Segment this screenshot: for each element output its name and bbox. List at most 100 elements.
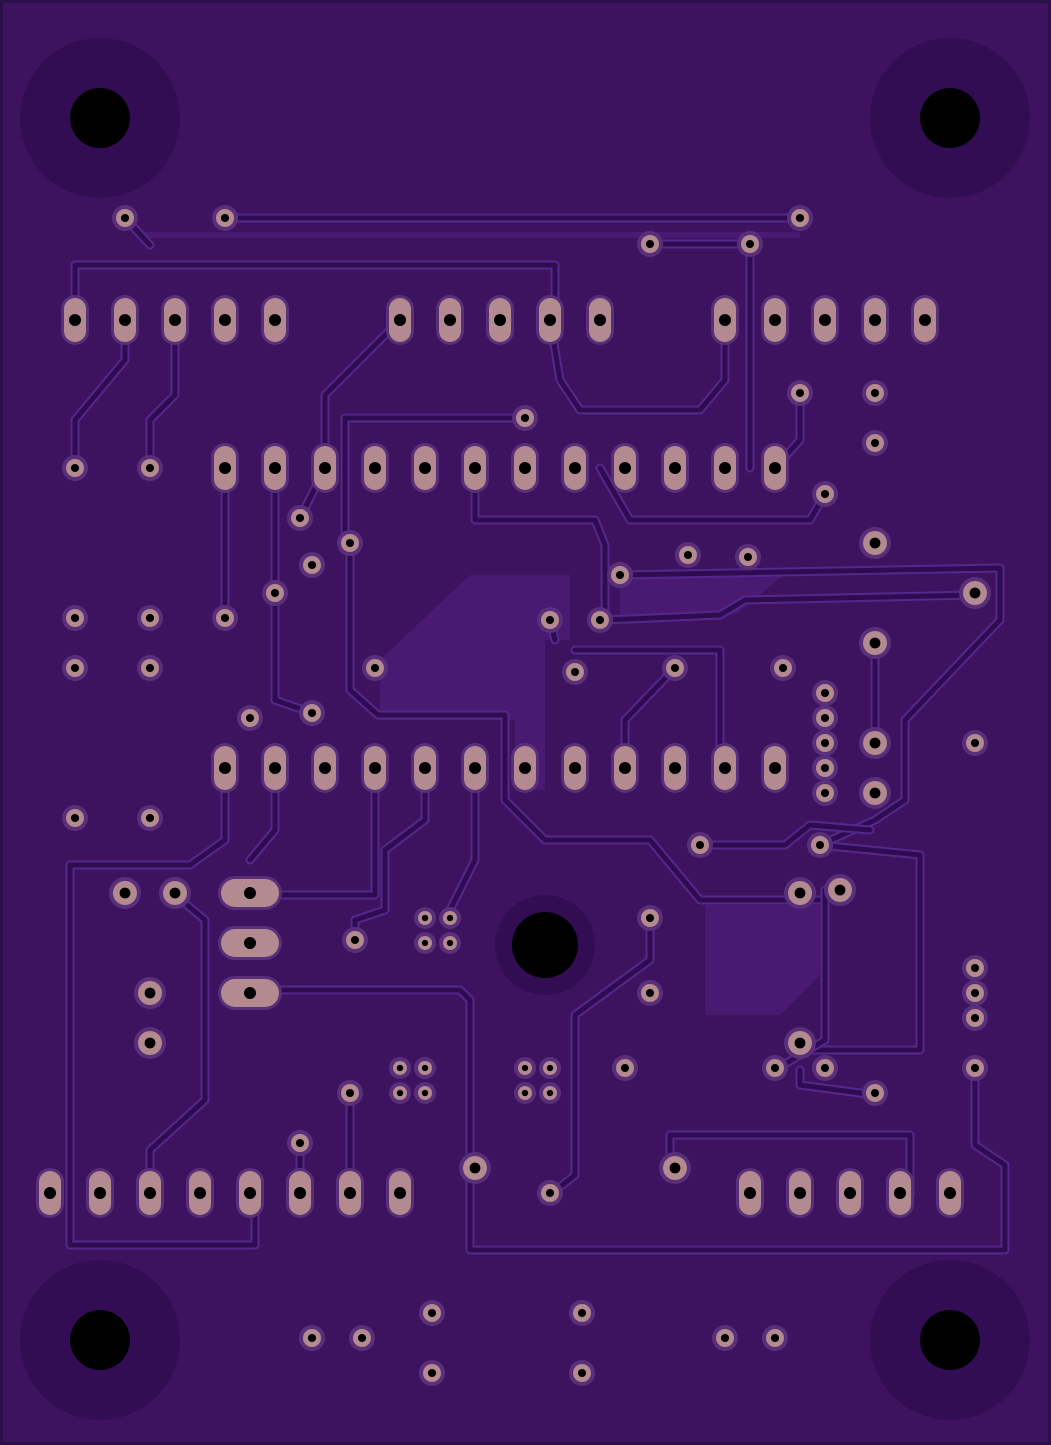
via-pad [389, 1057, 411, 1079]
trace [797, 842, 923, 1053]
via-pad [859, 527, 891, 559]
via-pad [439, 932, 461, 954]
pad-drill [521, 1089, 529, 1097]
pad-drill [94, 1187, 106, 1199]
pad-drill [834, 884, 846, 896]
pad-drill [244, 987, 256, 999]
pad-drill [970, 738, 980, 748]
pad-drill [244, 1187, 256, 1199]
header-pad [436, 295, 464, 345]
header-pad [386, 1168, 414, 1218]
via-pad [962, 980, 988, 1006]
via-pad [514, 1082, 536, 1104]
header-pad [286, 1168, 314, 1218]
pad-drill [369, 462, 381, 474]
via-pad [287, 1130, 313, 1156]
header-pad [161, 295, 189, 345]
pad-drill [577, 1368, 587, 1378]
via-pad [514, 1057, 536, 1079]
pad-drill [669, 1162, 681, 1174]
pad-drill [394, 314, 406, 326]
header-pad [886, 1168, 914, 1218]
header-pad [786, 1168, 814, 1218]
pad-drill [169, 887, 181, 899]
pad-drill [70, 463, 80, 473]
via-pad [812, 705, 838, 731]
via-pad [349, 1325, 375, 1351]
pad-drill [645, 988, 655, 998]
pad-drill [870, 438, 880, 448]
header-pad [536, 295, 564, 345]
pad-drill [683, 550, 693, 560]
pad-drill [569, 762, 581, 774]
pad-drill [545, 1188, 555, 1198]
via-pad [807, 832, 833, 858]
pad-drill [421, 1064, 429, 1072]
pad-drill [770, 1063, 780, 1073]
via-pad [762, 1055, 788, 1081]
regulator-pad [218, 976, 282, 1010]
trace [247, 987, 1008, 1253]
pad-drill [427, 1368, 437, 1378]
pad-drill [870, 1088, 880, 1098]
via-pad [762, 1325, 788, 1351]
pad-drill [307, 1333, 317, 1343]
header-pad [911, 295, 939, 345]
via-pad [659, 1152, 691, 1184]
pad-drill [869, 537, 881, 549]
pad-drill [645, 913, 655, 923]
trace [547, 915, 653, 1198]
trace [447, 765, 478, 913]
via-pad [137, 805, 163, 831]
pad-drill [770, 1333, 780, 1343]
ic-pad [211, 743, 239, 793]
via-pad [62, 605, 88, 631]
ic-pad [511, 743, 539, 793]
pad-drill [869, 787, 881, 799]
pad-drill [70, 813, 80, 823]
via-pad [812, 755, 838, 781]
pad-drill [421, 939, 429, 947]
ic-pad [311, 743, 339, 793]
via-pad [62, 805, 88, 831]
pad-drill [70, 663, 80, 673]
pad-drill [795, 388, 805, 398]
regulator-pad [218, 876, 282, 910]
ic-pad [361, 743, 389, 793]
via-pad [569, 1300, 595, 1326]
pad-drill [145, 463, 155, 473]
ic-pad [461, 743, 489, 793]
via-pad [824, 874, 856, 906]
pad-drill [794, 1187, 806, 1199]
header-pad [486, 295, 514, 345]
via-pad [62, 455, 88, 481]
header-pad [136, 1168, 164, 1218]
header-pad [761, 295, 789, 345]
via-pad [512, 405, 538, 431]
header-pad [936, 1168, 964, 1218]
via-pad [137, 455, 163, 481]
pad-drill [620, 1063, 630, 1073]
trace [547, 317, 728, 413]
via-pad [459, 1152, 491, 1184]
pads [36, 205, 991, 1386]
header-pad [36, 1168, 64, 1218]
ic-pad [461, 443, 489, 493]
ic-pad [561, 743, 589, 793]
via-pad [784, 877, 816, 909]
pad-drill [446, 914, 454, 922]
via-pad [962, 730, 988, 756]
pad-drill [719, 462, 731, 474]
ic-pad [561, 443, 589, 493]
copper-pour-right-lower [705, 905, 820, 1015]
header-pad [186, 1168, 214, 1218]
via-pad [262, 580, 288, 606]
pad-drill [744, 1187, 756, 1199]
pad-drill [820, 763, 830, 773]
pad-drill [815, 840, 825, 850]
pad-drill [670, 663, 680, 673]
copper-pours [145, 232, 820, 1015]
trace [247, 765, 378, 898]
via-pad [637, 905, 663, 931]
